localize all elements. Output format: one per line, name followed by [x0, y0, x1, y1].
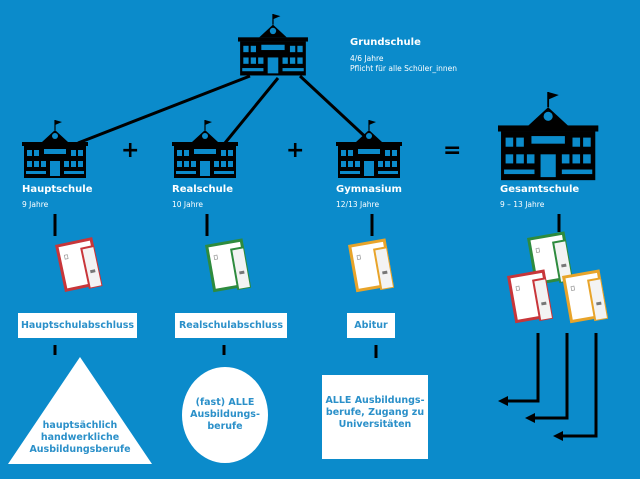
hauptschulabschluss-box: Hauptschulabschluss [18, 313, 137, 338]
realschule-outcome: (fast) ALLE Ausbildungs-berufe [190, 397, 260, 432]
grundschule-school-icon [237, 13, 309, 77]
gymnasium-years: 12/13 Jahre [336, 200, 380, 209]
connector-lines [53, 74, 561, 358]
folder-orange-icon [347, 237, 395, 295]
folder-green-icon [204, 237, 252, 295]
arrow-left-icon [525, 413, 535, 423]
hauptschule-outcome: hauptsächlich handwerkliche Ausbildungsb… [29, 419, 131, 455]
grundschule-title: Grundschule [350, 37, 421, 48]
square-shape [322, 375, 428, 459]
hauptschule-years: 9 Jahre [22, 200, 49, 209]
triangle-shape [8, 357, 152, 464]
realschule-years: 10 Jahre [172, 200, 204, 209]
hauptschule-title: Hauptschule [22, 184, 93, 195]
grundschule-note: Pflicht für alle Schüler_innen [350, 64, 458, 73]
gymnasium-outcome: ALLE Ausbildungs-berufe, Zugang zu Unive… [325, 395, 425, 430]
arrow-left-icon [553, 431, 563, 441]
realschulabschluss-box: Realschulabschluss [175, 313, 287, 338]
hauptschule-school-icon [21, 119, 89, 179]
abitur-box: Abitur [347, 313, 395, 338]
gymnasium-school-icon [335, 119, 403, 179]
equals-operator: = [443, 138, 462, 163]
plus-operator: + [121, 138, 140, 163]
realschule-school-icon [171, 119, 239, 179]
gymnasium-title: Gymnasium [336, 184, 402, 195]
gesamtschule-school-icon [497, 91, 600, 182]
gesamtschule-arrows [505, 333, 598, 438]
gesamtschule-title: Gesamtschule [500, 184, 580, 195]
folder-orange-icon [561, 268, 609, 326]
grundschule-years: 4/6 Jahre [350, 54, 384, 63]
gesamtschule-years: 9 – 13 Jahre [500, 200, 545, 209]
ellipse-shape [182, 367, 268, 463]
plus-operator: + [286, 138, 305, 163]
folder-red-icon [54, 236, 104, 295]
realschule-title: Realschule [172, 184, 233, 195]
arrow-left-icon [498, 396, 508, 406]
